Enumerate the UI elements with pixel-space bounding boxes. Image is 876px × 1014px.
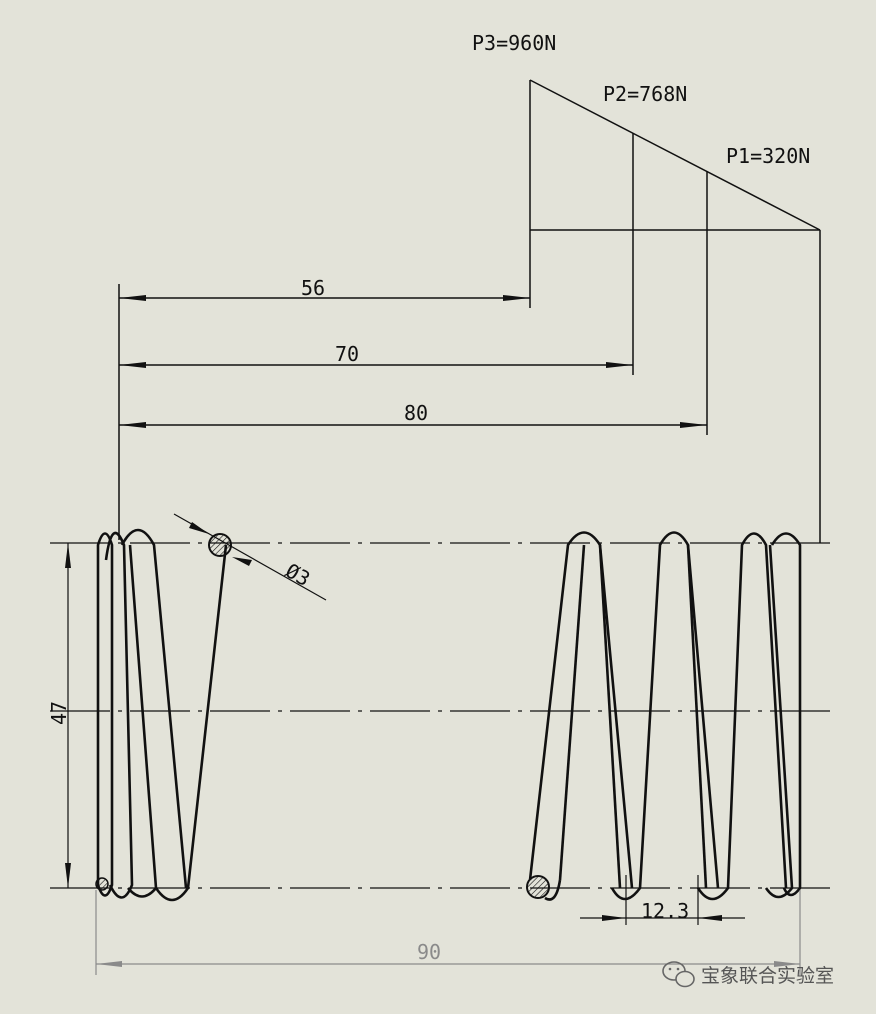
left-coil-stroke-1 <box>120 528 188 889</box>
load-label-p3: P3=960N <box>472 31 556 55</box>
center-lines <box>50 542 830 889</box>
right-coil-1 <box>528 531 634 889</box>
wechat-icon <box>662 961 695 988</box>
free-len-arrow-right <box>774 961 800 967</box>
right-coil-2b <box>598 544 622 889</box>
load-label-p2: P2=768N <box>603 82 687 106</box>
right-coil-3 <box>696 532 788 901</box>
free-len-arrow-left <box>96 961 122 967</box>
arrow-70-left <box>119 362 146 368</box>
spring-coils <box>95 528 802 902</box>
right-coil-1b <box>558 544 586 881</box>
arrow-56-left <box>119 295 146 301</box>
pitch-arrow-right <box>698 915 722 921</box>
right-coil-3b <box>686 544 708 889</box>
free-length-dim: 90 <box>95 890 801 975</box>
left-coil-stroke-3 <box>126 544 158 898</box>
arrow-80-right <box>680 422 707 428</box>
wire-dia-arrow-1 <box>189 522 209 534</box>
left-coil-stroke-2 <box>154 544 228 902</box>
outer-dia-arrow-bottom <box>65 863 71 888</box>
load-label-p1: P1=320N <box>726 144 810 168</box>
left-end-coil-1 <box>96 532 114 897</box>
length-dimensions: 56 70 80 <box>118 276 707 540</box>
arrow-70-right <box>606 362 633 368</box>
outer-dia-text: 47 <box>47 701 71 725</box>
dim-text-56: 56 <box>301 276 325 300</box>
arrow-56-right <box>503 295 530 301</box>
wire-dia-text: Ø3 <box>282 558 315 591</box>
wire-section-end <box>95 877 109 891</box>
free-len-text: 90 <box>417 940 441 964</box>
watermark: 宝象联合实验室 <box>662 961 834 988</box>
wire-diameter-dim: Ø3 <box>173 513 327 601</box>
right-coil-4 <box>764 544 794 899</box>
watermark-text: 宝象联合实验室 <box>701 965 834 987</box>
left-end-coil-2 <box>104 531 134 899</box>
wire-section-top <box>208 533 232 557</box>
dim-text-80: 80 <box>404 401 428 425</box>
pitch-arrow-left <box>602 915 626 921</box>
right-end-coil <box>770 532 802 897</box>
wire-section-bottom <box>526 875 550 899</box>
pitch-dim: 12.3 <box>580 875 745 925</box>
outer-diameter-dim: 47 <box>47 543 71 888</box>
right-coil-start <box>544 879 562 901</box>
pitch-text: 12.3 <box>641 899 689 923</box>
arrow-80-left <box>119 422 146 428</box>
dim-text-70: 70 <box>335 342 359 366</box>
wire-dia-arrow-2 <box>232 557 252 566</box>
load-slope-line <box>529 79 821 231</box>
outer-dia-arrow-top <box>65 543 71 568</box>
right-coil-2 <box>610 531 720 901</box>
load-diagram: P3=960N P2=768N P1=320N <box>472 31 821 543</box>
